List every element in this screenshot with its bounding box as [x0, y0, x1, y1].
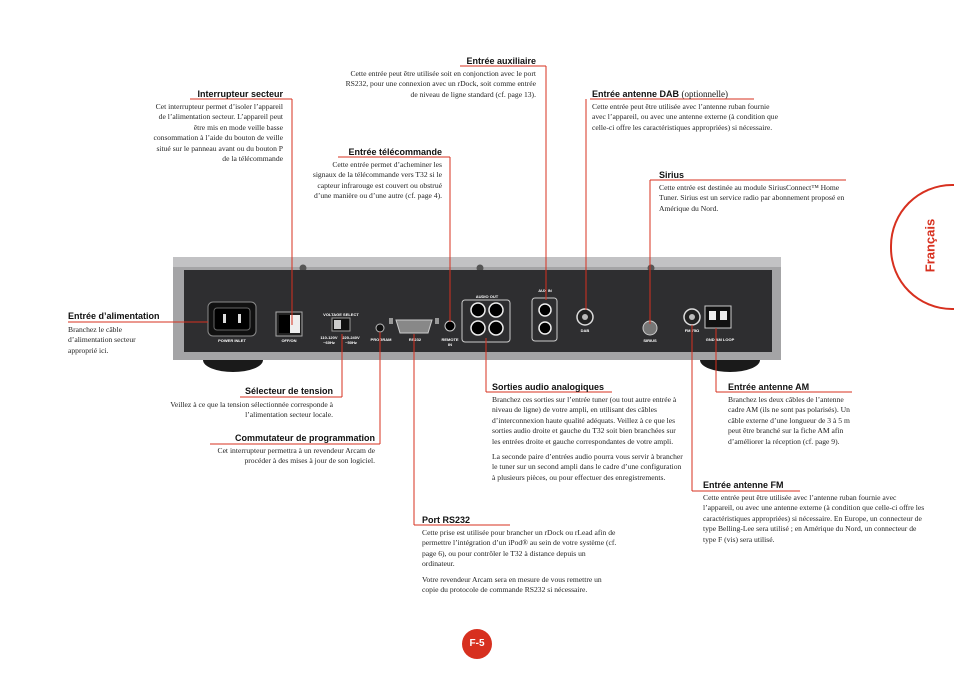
gnd-am-label: GND AM LOOP	[705, 337, 735, 342]
interrupteur-body: Cet interrupteur permet d’isoler l’appar…	[153, 102, 283, 164]
sorties-title: Sorties audio analogiques	[492, 382, 605, 392]
rs232-body-1: Cette prise est utilisée pour brancher u…	[422, 528, 617, 569]
sirius-body: Cette entrée est destinée au module Siri…	[659, 183, 845, 213]
page-number: F-5	[462, 629, 492, 659]
rs232-body-2: Votre revendeur Arcam sera en mesure de …	[422, 574, 602, 595]
program-label: PROGRAM	[370, 337, 392, 342]
dab-title: Entrée antenne DAB (optionnelle)	[592, 89, 728, 100]
sirius-title: Sirius	[659, 170, 685, 180]
aux-body: Cette entrée peut être utilisée soit en …	[345, 69, 536, 99]
power-inlet-label: POWER INLET	[218, 338, 246, 343]
telecommande-title: Entrée télécommande	[348, 147, 442, 157]
rs232-body: Cette prise est utilisée pour brancher u…	[422, 528, 618, 600]
dab-title-sub: (optionnelle)	[681, 89, 729, 99]
voltage-110-label: 110-120V ~60Hz	[320, 335, 338, 345]
dab-title-main: Entrée antenne DAB	[592, 89, 680, 99]
language-tab-label: Français	[922, 218, 938, 273]
dab-body: Cette entrée peut être utilisée avec l’a…	[592, 102, 778, 132]
fm-title: Entrée antenne FM	[703, 480, 784, 490]
sorties-body: Branchez ces sorties sur l’entrée tuner …	[492, 395, 686, 488]
dab-label: DAB	[580, 328, 590, 333]
voltage-select-label: VOLTAGE SELECT	[323, 312, 359, 317]
alimentation-body: Branchez le câble d’alimentation secteur…	[68, 325, 136, 355]
programmation-body: Cet interrupteur permettra à un revendeu…	[217, 446, 376, 466]
aux-title: Entrée auxiliaire	[466, 56, 536, 66]
programmation-title: Commutateur de programmation	[234, 433, 375, 443]
am-title: Entrée antenne AM	[728, 382, 810, 392]
aux-in-label: AUX IN	[538, 288, 552, 293]
rs232-title: Port RS232	[422, 515, 471, 525]
alimentation-title: Entrée d’alimentation	[68, 311, 160, 321]
telecommande-body: Cette entrée permet d’acheminer les sign…	[312, 160, 442, 201]
remote-in-label: REMOTE IN	[441, 337, 459, 347]
off-on-label: OFF/ON	[281, 338, 297, 343]
fm-body: Cette entrée peut être utilisée avec l’a…	[703, 493, 925, 544]
rs232-label: RS232	[408, 337, 422, 342]
am-body: Branchez les deux câbles de l’antenne ca…	[728, 395, 850, 446]
sirius-label: SIRIUS	[643, 338, 657, 343]
voltage-220-label: 220-240V ~50Hz	[342, 335, 360, 345]
interrupteur-title: Interrupteur secteur	[197, 89, 283, 99]
audio-out-label: AUDIO OUT	[475, 294, 499, 299]
sorties-body-2: La seconde paire d’entrées audio pourra …	[492, 452, 683, 482]
selecteur-title: Sélecteur de tension	[244, 386, 333, 396]
selecteur-body: Veillez à ce que la tension sélectionnée…	[170, 400, 333, 420]
sorties-body-1: Branchez ces sorties sur l’entrée tuner …	[492, 395, 677, 446]
